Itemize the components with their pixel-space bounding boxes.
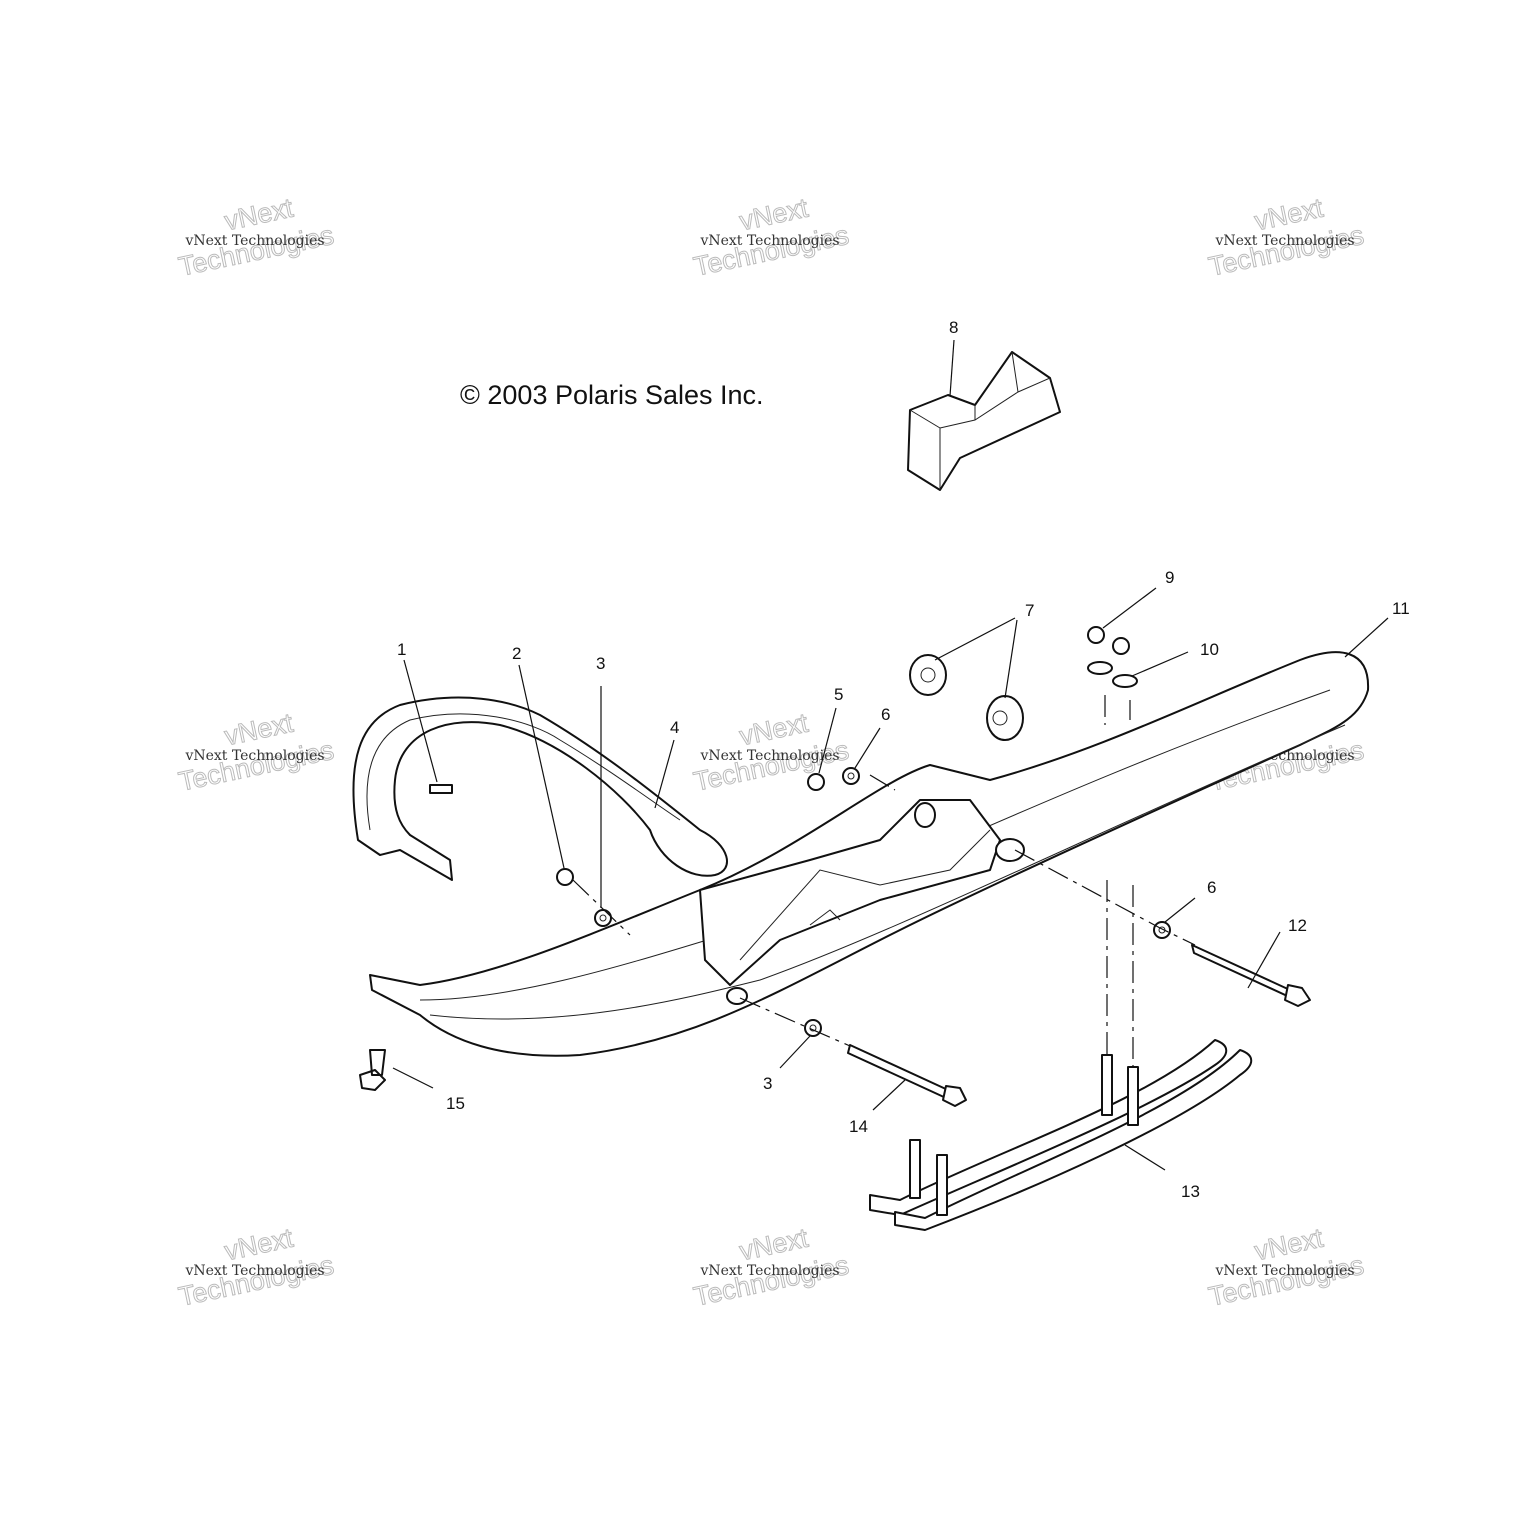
callout-3b: 3 [763, 1074, 772, 1093]
callout-6: 6 [881, 705, 890, 724]
part-11-ski [369, 651, 1370, 1057]
part-13-carbide-runner [869, 1039, 1253, 1231]
callout-9: 9 [1165, 568, 1174, 587]
callout-1: 1 [397, 640, 406, 659]
copyright-text: © 2003 Polaris Sales Inc. [460, 380, 764, 410]
svg-text:vNext Technologies: vNext Technologies [699, 1263, 839, 1279]
svg-text:vNext Technologies: vNext Technologies [184, 1263, 324, 1279]
callout-3: 3 [596, 654, 605, 673]
callout-5: 5 [834, 685, 843, 704]
svg-text:vNext Technologies: vNext Technologies [699, 748, 839, 764]
leader-lines [392, 339, 1389, 1171]
svg-text:vNext Technologies: vNext Technologies [1214, 1263, 1354, 1279]
callout-12: 12 [1288, 916, 1307, 935]
callout-10: 10 [1200, 640, 1219, 659]
assembly-lines [572, 695, 1196, 1067]
callout-4: 4 [670, 718, 679, 737]
callout-2: 2 [512, 644, 521, 663]
callout-11: 11 [1392, 599, 1410, 618]
callout-7: 7 [1025, 601, 1034, 620]
callout-8: 8 [949, 318, 958, 337]
svg-text:vNext Technologies: vNext Technologies [184, 233, 324, 249]
svg-text:vNext Technologies: vNext Technologies [699, 233, 839, 249]
callout-15: 15 [446, 1094, 465, 1113]
callout-labels: 1 2 3 4 5 6 7 8 9 10 11 6 12 3 14 13 15 [397, 318, 1410, 1201]
part-4-ski-loop [352, 696, 728, 881]
callout-13: 13 [1181, 1182, 1200, 1201]
hardware [359, 626, 1311, 1107]
callout-14: 14 [849, 1117, 868, 1136]
svg-text:vNext Technologies: vNext Technologies [184, 748, 324, 764]
svg-text:vNext Technologies: vNext Technologies [1214, 233, 1354, 249]
callout-6b: 6 [1207, 878, 1216, 897]
part-8-wear-block [907, 351, 1061, 491]
